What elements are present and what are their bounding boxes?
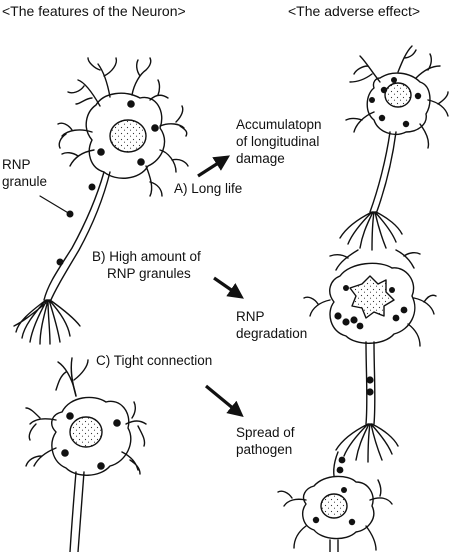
arrow-rnp xyxy=(213,276,244,299)
label-tight-connection: C) Tight connection xyxy=(96,353,213,368)
left-lower-neuron xyxy=(25,357,147,553)
left-upper-nucleus xyxy=(109,119,147,153)
label-rnp-granule: RNP granule xyxy=(2,157,48,189)
effect-rnp-degradation: RNP degradation xyxy=(236,309,308,341)
label-high-amount: B) High amount of RNP granules xyxy=(92,249,201,281)
effect-spread: Spread of pathogen xyxy=(236,425,295,457)
left-lower-nucleus xyxy=(69,416,103,448)
right-middle-nucleus xyxy=(349,275,395,319)
left-axon-terminal xyxy=(13,299,81,345)
right-middle-neuron xyxy=(303,249,437,463)
label-long-life: A) Long life xyxy=(174,181,243,196)
arrow-tight xyxy=(204,384,244,418)
effect-accumulation: Accumulatopn of longitudinal damage xyxy=(236,117,322,166)
arrow-long-life xyxy=(197,155,231,178)
right-lower-neuron xyxy=(277,451,393,553)
header-right: <The adverse effect> xyxy=(288,3,421,19)
left-upper-neuron xyxy=(13,57,189,345)
right-upper-nucleus xyxy=(384,82,412,108)
right-upper-neuron xyxy=(339,45,449,251)
header-left: <The features of the Neuron> xyxy=(2,3,186,19)
right-lower-nucleus xyxy=(320,493,348,519)
left-upper-axon xyxy=(43,171,105,301)
rnp-granule-pointer xyxy=(39,195,71,215)
